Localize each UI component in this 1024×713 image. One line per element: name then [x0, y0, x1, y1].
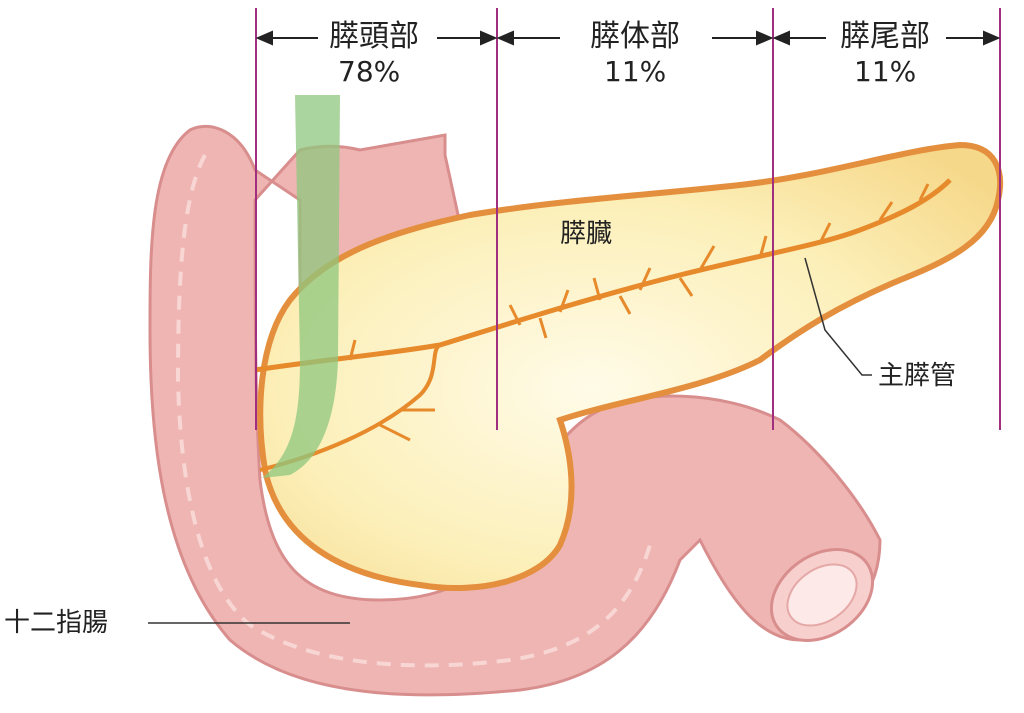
section-body-percent: 11% — [604, 55, 667, 88]
section-body-label: 膵体部 — [590, 19, 680, 54]
pancreas-body — [257, 141, 1004, 591]
duodenum-lumen — [786, 563, 858, 627]
duodenum-folds — [175, 154, 652, 668]
duct-side-branches — [348, 183, 930, 442]
duodenum-label: 十二指腸 — [4, 608, 109, 638]
bile-duct — [262, 95, 340, 478]
pancreas — [254, 141, 1004, 591]
main-pancreatic-duct — [254, 178, 952, 373]
section-head-percent: 78% — [338, 55, 401, 88]
section-tail-percent: 11% — [854, 55, 917, 88]
section-dividers — [255, 8, 1001, 430]
dimension-arrows — [255, 30, 1001, 46]
main-duct-label: 主膵管 — [878, 361, 957, 391]
bile-duct-shape — [262, 95, 340, 478]
main-duct-leader — [804, 257, 872, 376]
section-head-label: 膵頭部 — [329, 19, 419, 54]
section-tail-label: 膵尾部 — [840, 19, 930, 54]
pancreas-label: 膵臓 — [560, 219, 613, 249]
